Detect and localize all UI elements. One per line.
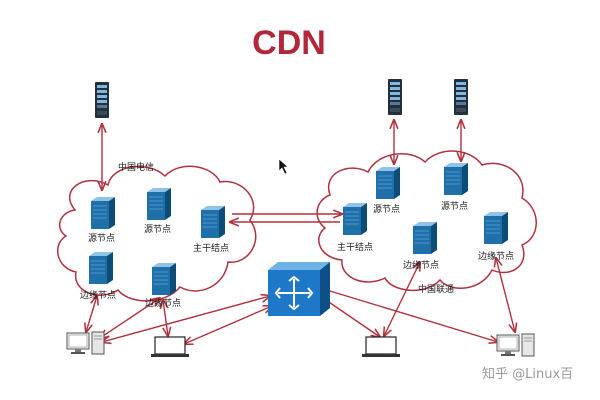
desktop-pc-icon [496,333,535,357]
server-icon [152,263,176,295]
cloud-label-unicom: 中国联通 [418,283,454,295]
router-switch-icon [268,262,330,316]
node-label: 源节点 [88,233,115,244]
cloud-label-telecom: 中国电信 [118,161,154,173]
arrow-router-to-laptop-left [184,306,272,344]
server-icon [413,222,437,254]
arrow-edge-to-pc-left [86,296,97,332]
connections [86,120,515,344]
arrow-edge-to-laptop-right [384,262,420,336]
node-label: 源节点 [373,204,400,215]
desktop-pc-icon [66,331,105,355]
watermark: 知乎 @Linux百 [482,366,573,382]
arrow-edge-to-pc-right [496,258,515,332]
node-label: 源节点 [144,224,171,235]
server-icon [484,212,508,244]
server-icon [444,163,468,195]
node-label: 源节点 [441,201,468,212]
node-label: 边缘节点 [145,297,181,309]
node-label: 主干结点 [193,242,229,254]
node-label: 边缘节点 [80,289,116,301]
server-icon [343,203,367,235]
rack-server-icon [95,82,109,118]
node-label: 主干结点 [337,241,373,253]
diagram-title: CDN [252,24,326,62]
arrow-router-to-pc-left [102,296,270,342]
server-icon [376,167,400,199]
laptop-icon [362,336,400,358]
laptop-icon [151,336,189,358]
node-label: 边缘节点 [478,250,514,262]
server-icon [201,206,225,238]
cloud-unicom [316,150,537,292]
server-icon [147,188,171,220]
server-icon [91,197,115,229]
mouse-cursor-icon [278,158,289,175]
rack-server-icon [388,79,402,115]
rack-server-icon [454,79,468,115]
server-icon [89,252,113,284]
node-label: 边缘节点 [403,259,439,271]
